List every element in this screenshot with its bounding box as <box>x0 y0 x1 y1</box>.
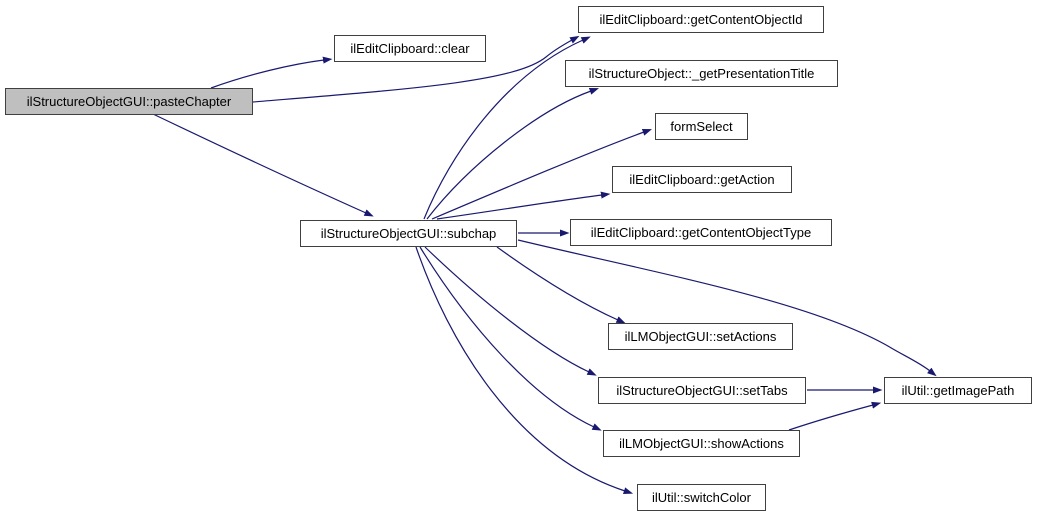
node-showActions[interactable]: ilLMObjectGUI::showActions <box>603 430 800 457</box>
node-getContentObjectId-label: ilEditClipboard::getContentObjectId <box>599 11 803 27</box>
node-getContentObjectType[interactable]: ilEditClipboard::getContentObjectType <box>570 219 832 246</box>
node-formSelect-label: formSelect <box>670 118 733 134</box>
node-pasteChapter-label: ilStructureObjectGUI::pasteChapter <box>26 93 232 109</box>
node-clear[interactable]: ilEditClipboard::clear <box>334 35 486 62</box>
edge-subchap-switchColor <box>415 246 634 495</box>
edge-subchap-getAction <box>436 191 611 220</box>
node-setActions-label: ilLMObjectGUI::setActions <box>624 328 777 344</box>
node-subchap[interactable]: ilStructureObjectGUI::subchap <box>300 220 517 247</box>
edge-subchap-formSelect <box>431 129 652 220</box>
edge-subchap-setTabs <box>424 246 597 376</box>
node-setTabs-label: ilStructureObjectGUI::setTabs <box>616 382 788 398</box>
edge-showActions-getImagePath <box>788 401 882 431</box>
node-getAction-label: ilEditClipboard::getAction <box>629 171 775 187</box>
node-pasteChapter[interactable]: ilStructureObjectGUI::pasteChapter <box>5 88 253 115</box>
node-getPresentationTitle[interactable]: ilStructureObject::_getPresentationTitle <box>565 60 838 87</box>
node-getPresentationTitle-label: ilStructureObject::_getPresentationTitle <box>588 65 815 81</box>
node-switchColor[interactable]: ilUtil::switchColor <box>637 484 766 511</box>
node-switchColor-label: ilUtil::switchColor <box>652 489 751 505</box>
node-getContentObjectId[interactable]: ilEditClipboard::getContentObjectId <box>578 6 824 33</box>
node-getImagePath-label: ilUtil::getImagePath <box>901 382 1015 398</box>
edge-subchap-getPresentationTitle <box>426 88 599 220</box>
node-showActions-label: ilLMObjectGUI::showActions <box>619 435 784 451</box>
edge-subchap-showActions <box>419 246 602 431</box>
edge-subchap-getImagePath <box>517 239 937 377</box>
node-getContentObjectType-label: ilEditClipboard::getContentObjectType <box>590 224 812 240</box>
node-getImagePath[interactable]: ilUtil::getImagePath <box>884 377 1032 404</box>
node-subchap-label: ilStructureObjectGUI::subchap <box>320 225 497 241</box>
edge-pasteChapter-subchap <box>152 113 374 217</box>
edge-pasteChapter-clear <box>210 56 333 89</box>
node-clear-label: ilEditClipboard::clear <box>350 40 470 56</box>
edge-subchap-getContentObjectId <box>423 36 591 220</box>
node-setActions[interactable]: ilLMObjectGUI::setActions <box>608 323 793 350</box>
node-getAction[interactable]: ilEditClipboard::getAction <box>612 166 792 193</box>
edge-pasteChapter-getContentObjectId <box>252 35 580 103</box>
edge-subchap-setActions <box>496 246 626 324</box>
node-setTabs[interactable]: ilStructureObjectGUI::setTabs <box>598 377 806 404</box>
node-formSelect[interactable]: formSelect <box>655 113 748 140</box>
